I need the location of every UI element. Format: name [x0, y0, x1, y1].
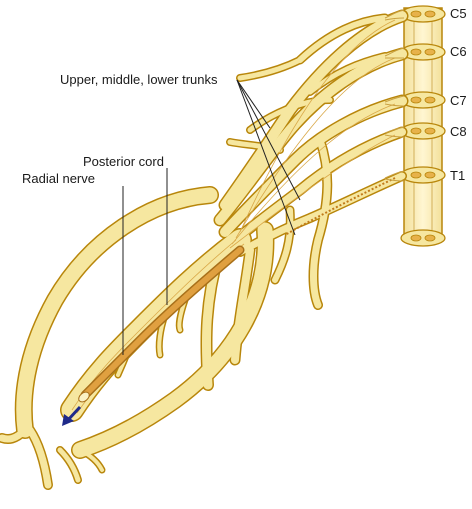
trunks-leader-3 — [236, 79, 296, 236]
label-radial-nerve: Radial nerve — [22, 171, 95, 186]
root-filaments — [384, 9, 405, 182]
label-c7: C7 — [450, 93, 467, 108]
label-c6: C6 — [450, 44, 467, 59]
segment-bottom — [400, 229, 446, 247]
label-t1: T1 — [450, 168, 466, 183]
label-c8: C8 — [450, 124, 467, 139]
direction-arrow — [62, 405, 82, 426]
label-posterior-cord: Posterior cord — [83, 154, 164, 169]
segment-t1 — [400, 166, 446, 184]
trunks-leader-1 — [236, 79, 271, 129]
segment-c8 — [400, 122, 446, 140]
t1-dotted-fibres — [284, 177, 396, 236]
leader-lines — [122, 79, 301, 355]
trunks-leader-2 — [236, 79, 301, 201]
radial-nerve-path — [78, 245, 245, 403]
label-c5: C5 — [450, 6, 467, 21]
spinal-cord — [400, 5, 446, 247]
label-trunks: Upper, middle, lower trunks — [60, 72, 218, 87]
